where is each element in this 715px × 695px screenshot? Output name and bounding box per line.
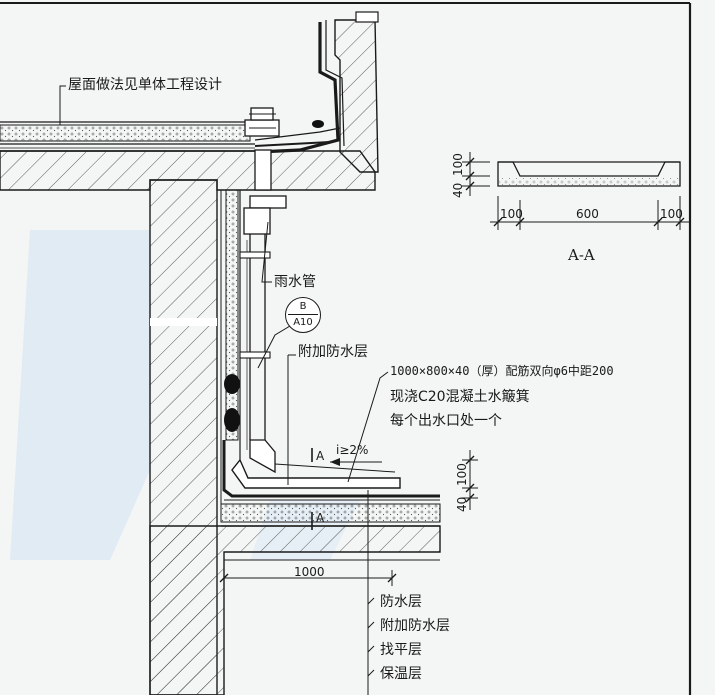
dim-basin-length: 1000: [294, 565, 325, 579]
slope-label: i≥2%: [336, 443, 369, 457]
dim-aa-left: 100: [500, 207, 523, 221]
downpipe-label: 雨水管: [274, 274, 316, 290]
dim-aa-height-top: 100: [451, 153, 465, 176]
section-mark-upper: A: [316, 449, 325, 463]
lower-roof-waterproof: [222, 440, 440, 498]
leader-basin: [347, 371, 389, 483]
wall-insulation: [225, 189, 239, 441]
detail-reference-circle: B A10: [285, 297, 321, 333]
layer-label-3: 找平层: [380, 642, 422, 658]
layer-label-2: 附加防水层: [380, 618, 450, 634]
dim-basin-height-top: 100: [455, 463, 469, 486]
parapet: [334, 19, 379, 173]
dim-aa-height-bottom: 40: [451, 182, 465, 198]
leader-downpipe: [261, 221, 272, 283]
pipe-clamp: [239, 351, 271, 359]
extra-waterproof-label: 附加防水层: [298, 344, 368, 360]
dim-aa-center: 600: [576, 207, 599, 221]
lower-slab: [149, 525, 441, 695]
dim-aa-right: 100: [660, 207, 683, 221]
leader-roof-note: [59, 85, 66, 125]
detail-ref-sheet: A10: [293, 317, 313, 328]
section-caption: A-A: [568, 246, 595, 264]
basin-spec-label: 1000×800×40（厚）配筋双向φ6中距200: [390, 364, 614, 378]
detail-ref-letter: B: [299, 301, 307, 312]
basin-per-outlet-label: 每个出水口处一个: [390, 413, 502, 429]
parapet-waterproofing: [257, 22, 340, 154]
basin-material-label: 现浇C20混凝土水簸箕: [390, 389, 530, 405]
watermark-shape: [10, 230, 150, 560]
pipe-clamp: [239, 251, 271, 259]
section-mark-lower: A: [316, 511, 325, 525]
roof-note-label: 屋面做法见单体工程设计: [68, 77, 222, 93]
sealant: [224, 374, 240, 394]
downpipe: [254, 149, 272, 191]
roof-insulation: [0, 124, 251, 142]
pipe-shoe: [249, 439, 276, 474]
dim-basin-height-bottom: 40: [455, 496, 469, 512]
splash-basin: [231, 458, 401, 489]
layer-label-4: 保温层: [380, 666, 422, 682]
sealant: [224, 408, 240, 432]
layer-label-1: 防水层: [380, 594, 422, 610]
lower-roof-insulation: [220, 503, 441, 523]
